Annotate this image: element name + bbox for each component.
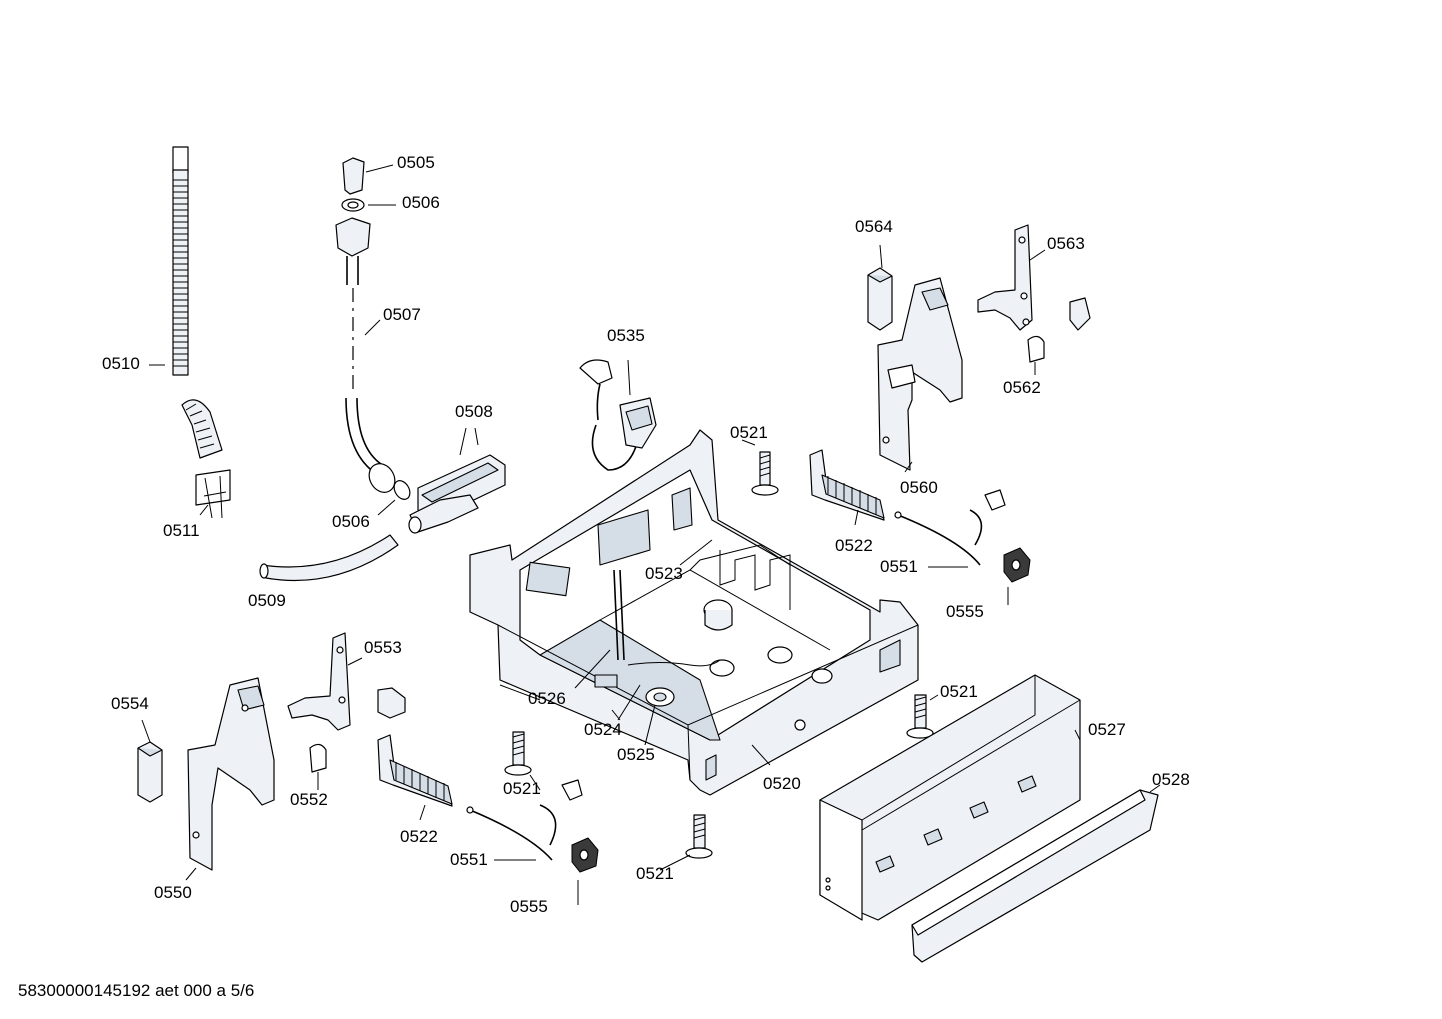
label-0506-top: 0506 bbox=[402, 193, 440, 212]
label-0522-upper: 0522 bbox=[835, 536, 873, 555]
part-0521-screw-b bbox=[906, 694, 939, 739]
label-0509: 0509 bbox=[248, 591, 286, 610]
label-0551-upper: 0551 bbox=[880, 557, 918, 576]
label-0521-right: 0521 bbox=[940, 682, 978, 701]
label-0527: 0527 bbox=[1088, 720, 1126, 739]
part-0506-seal bbox=[368, 463, 411, 516]
part-0552-clip bbox=[309, 743, 327, 790]
part-0521-screw-d bbox=[685, 814, 713, 859]
leader-lines-tub bbox=[499, 539, 713, 746]
part-0522-heater-b bbox=[377, 734, 453, 821]
label-0551-lower: 0551 bbox=[450, 850, 488, 869]
part-0528-trim bbox=[911, 784, 1161, 963]
label-0507: 0507 bbox=[383, 305, 421, 324]
part-0510-corrugated-hose bbox=[149, 146, 223, 459]
document-code: 58300000145192 aet 000 a 5/6 bbox=[18, 981, 255, 1000]
part-0554-cover bbox=[137, 719, 163, 803]
label-0505: 0505 bbox=[397, 153, 435, 172]
part-0520-base-tub bbox=[469, 429, 919, 796]
label-0552: 0552 bbox=[290, 790, 328, 809]
part-0555-plug-a bbox=[1003, 547, 1031, 605]
part-0506-washer bbox=[341, 198, 396, 212]
part-0551-cable-a bbox=[894, 489, 1006, 568]
label-0555-lower: 0555 bbox=[510, 897, 548, 916]
part-0508-inlet-valve bbox=[408, 427, 506, 534]
label-0508: 0508 bbox=[455, 402, 493, 421]
label-0525: 0525 bbox=[617, 745, 655, 764]
label-0506-bottom: 0506 bbox=[332, 512, 370, 531]
part-0527-kickplate bbox=[819, 674, 1081, 921]
label-0550: 0550 bbox=[154, 883, 192, 902]
part-0564-clip bbox=[867, 244, 893, 331]
leader-lines-misc bbox=[529, 709, 1081, 871]
part-0511-hose-clip bbox=[195, 469, 231, 519]
label-0535: 0535 bbox=[607, 326, 645, 345]
part-0562-clip bbox=[1027, 335, 1045, 375]
part-0553-bracket bbox=[287, 632, 406, 731]
part-0563-bracket bbox=[977, 224, 1091, 331]
part-0521-screw-c bbox=[504, 731, 532, 776]
part-0521-screw-a bbox=[741, 439, 779, 496]
label-0553: 0553 bbox=[364, 638, 402, 657]
label-0554: 0554 bbox=[111, 694, 149, 713]
label-0521-lower: 0521 bbox=[636, 864, 674, 883]
label-0520: 0520 bbox=[763, 774, 801, 793]
label-0560: 0560 bbox=[900, 478, 938, 497]
part-0507-inlet-hose bbox=[335, 217, 385, 476]
part-0535-sensor-cable bbox=[579, 359, 657, 471]
label-0511: 0511 bbox=[163, 521, 200, 540]
part-0509-short-hose bbox=[259, 534, 399, 582]
part-0522-heater-a bbox=[809, 449, 885, 526]
part-0550-bracket bbox=[185, 677, 275, 881]
part-0560-bracket bbox=[877, 277, 963, 473]
part-0505-cap bbox=[342, 157, 394, 195]
label-0563: 0563 bbox=[1047, 234, 1085, 253]
label-0510: 0510 bbox=[102, 354, 140, 373]
label-0522-lower: 0522 bbox=[400, 827, 438, 846]
label-0526: 0526 bbox=[528, 689, 566, 708]
part-0551-cable-b bbox=[466, 779, 583, 861]
label-0555-upper: 0555 bbox=[946, 602, 984, 621]
label-0524: 0524 bbox=[584, 720, 622, 739]
label-0521-middle: 0521 bbox=[503, 779, 541, 798]
label-0528: 0528 bbox=[1152, 770, 1190, 789]
label-0523: 0523 bbox=[645, 564, 683, 583]
part-0555-plug-b bbox=[571, 837, 599, 905]
label-0562: 0562 bbox=[1003, 378, 1041, 397]
label-0521-upper: 0521 bbox=[730, 423, 768, 442]
label-0564: 0564 bbox=[855, 217, 893, 236]
